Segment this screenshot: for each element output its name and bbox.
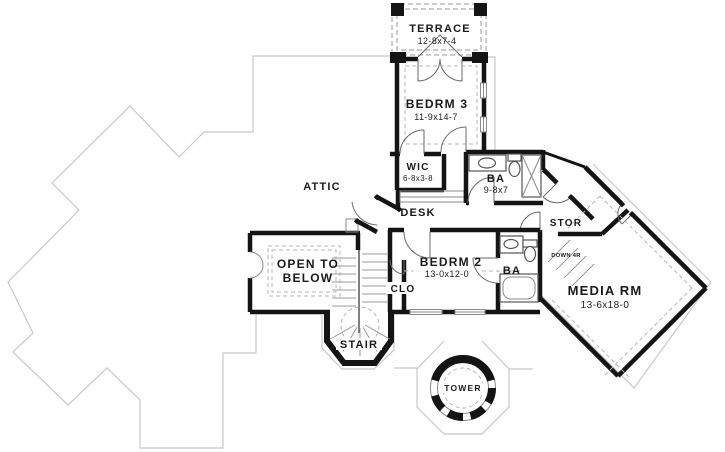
bath1-door-arc [467, 176, 495, 204]
attic-door-arc [351, 201, 378, 226]
down-steps [547, 239, 595, 287]
bath1-label: BA [487, 173, 505, 185]
bath2-label: BA [503, 265, 521, 277]
toilet-tank [507, 153, 522, 162]
terrace-door-swing [417, 34, 463, 58]
attic-label: ATTIC [303, 181, 341, 193]
open-to-below-label-2: BELOW [283, 271, 334, 285]
down-4r-note: DOWN 4R [551, 253, 581, 259]
bedroom3-dims: 11-9x14-7 [414, 112, 457, 122]
tower-label: TOWER [444, 383, 481, 393]
bedroom3-walls [394, 56, 487, 154]
bath1-dims: 9-8x7 [484, 185, 509, 195]
bedroom3-label: BEDRM 3 [406, 97, 468, 111]
shower-x [521, 154, 542, 198]
tub-inner [502, 276, 536, 300]
media-ceiling-dashed [551, 195, 693, 379]
terrace-label: TERRACE [409, 23, 471, 35]
open-to-below [247, 218, 361, 315]
tower-wall-arcs [431, 355, 496, 421]
terrace-post [474, 3, 487, 16]
french-door-arcs [417, 58, 463, 82]
media-room-dims: 13-6x18-0 [581, 300, 630, 311]
tower-octagon-outline [416, 340, 510, 435]
storage-door-arc [542, 182, 572, 204]
bedroom2-label: BEDRM 2 [420, 255, 482, 269]
bath2-door-arc [472, 257, 499, 284]
wic-door-arc [399, 129, 425, 155]
terrace-dims: 12-8x7-4 [418, 36, 457, 46]
media-room-roof-outline [539, 163, 712, 389]
wic-dims: 6-8x3-8 [403, 174, 433, 183]
sink [503, 238, 519, 250]
stair-bay-wall [324, 312, 394, 366]
bedroom2-dims: 13-0x12-0 [425, 269, 469, 279]
terrace-post [391, 3, 404, 16]
bedroom2-door-arc [403, 231, 431, 259]
attic-door [351, 195, 401, 234]
ceiling-break-dashed [404, 65, 478, 145]
closet-label: CLO [391, 284, 416, 295]
labels: TERRACE 12-8x7-4 BEDRM 3 11-9x14-7 WIC 6… [277, 23, 643, 393]
roof-outline [7, 55, 712, 449]
tub [499, 273, 539, 303]
closet-door-arc [389, 259, 405, 275]
toilet-bowl [508, 160, 521, 178]
bedroom2 [387, 227, 540, 315]
desk-label: DESK [400, 207, 435, 219]
toilet-bowl [523, 245, 537, 263]
media-room-label: MEDIA RM [568, 283, 643, 298]
bedroom3-hall-door-arc [440, 126, 467, 153]
stair-label: STAIR [340, 339, 378, 351]
niche-arc [249, 251, 264, 279]
sink [477, 157, 497, 169]
wic-label: WIC [406, 162, 429, 173]
open-to-below-label-1: OPEN TO [277, 257, 339, 271]
bath1 [440, 126, 546, 206]
media-room-and-storage [519, 150, 708, 379]
flue [345, 218, 359, 233]
storage-label: STOR [550, 218, 582, 229]
